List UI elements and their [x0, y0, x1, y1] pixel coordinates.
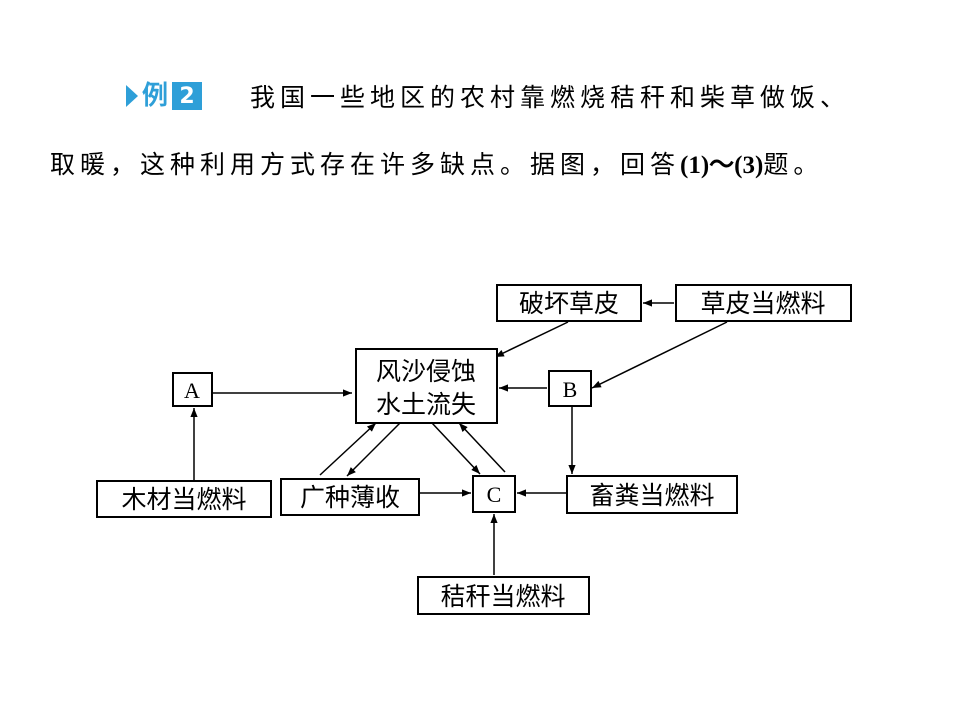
box-c: C — [472, 475, 516, 513]
label-erosion-line1: 风沙侵蚀 — [376, 357, 476, 386]
label-pasture-damage: 破坏草皮 — [519, 289, 619, 318]
label-erosion-line2: 水土流失 — [376, 390, 476, 419]
box-erosion: 风沙侵蚀 水土流失 — [355, 348, 498, 424]
label-a: A — [184, 378, 200, 403]
question-range: (1)～(3) — [680, 152, 764, 179]
label-manure-fuel: 畜粪当燃料 — [589, 481, 714, 510]
badge-number: 2 — [172, 82, 203, 110]
question-line-1: 我国一些地区的农村靠燃烧秸秆和柴草做饭、 — [250, 83, 851, 112]
question-line-2-text: 取暖，这种利用方式存在许多缺点。据图，回答 — [50, 150, 681, 179]
arrow-c-to-erosion — [458, 422, 506, 473]
label-extensive-farming: 广种薄收 — [300, 483, 400, 512]
label-turf-fuel: 草皮当燃料 — [700, 289, 825, 318]
badge-word: 例 — [142, 81, 169, 111]
box-pasture-damage: 破坏草皮 — [496, 284, 642, 322]
box-turf-fuel: 草皮当燃料 — [675, 284, 852, 322]
arrow-turf-to-b — [591, 321, 728, 389]
arrow-erosion-to-farming — [346, 422, 401, 477]
question-line-2-end: 题。 — [763, 150, 824, 179]
box-extensive-farming: 广种薄收 — [280, 478, 420, 516]
box-manure-fuel: 畜粪当燃料 — [566, 475, 738, 514]
label-b: B — [563, 377, 578, 402]
arrow-erosion-to-c — [431, 422, 481, 475]
box-wood-fuel: 木材当燃料 — [96, 480, 272, 518]
label-c: C — [487, 482, 502, 507]
label-straw-fuel: 秸秆当燃料 — [440, 582, 565, 611]
box-straw-fuel: 秸秆当燃料 — [417, 576, 590, 615]
box-b: B — [548, 370, 592, 407]
box-a: A — [172, 372, 213, 407]
label-wood-fuel: 木材当燃料 — [121, 485, 246, 514]
triangle-icon — [126, 85, 138, 107]
example-badge: 例 2 — [126, 79, 203, 113]
arrow-damage-to-erosion — [494, 321, 569, 358]
arrow-farming-to-erosion — [319, 422, 377, 476]
question-line-2: 取暖，这种利用方式存在许多缺点。据图，回答(1)～(3)题。 — [50, 147, 823, 184]
